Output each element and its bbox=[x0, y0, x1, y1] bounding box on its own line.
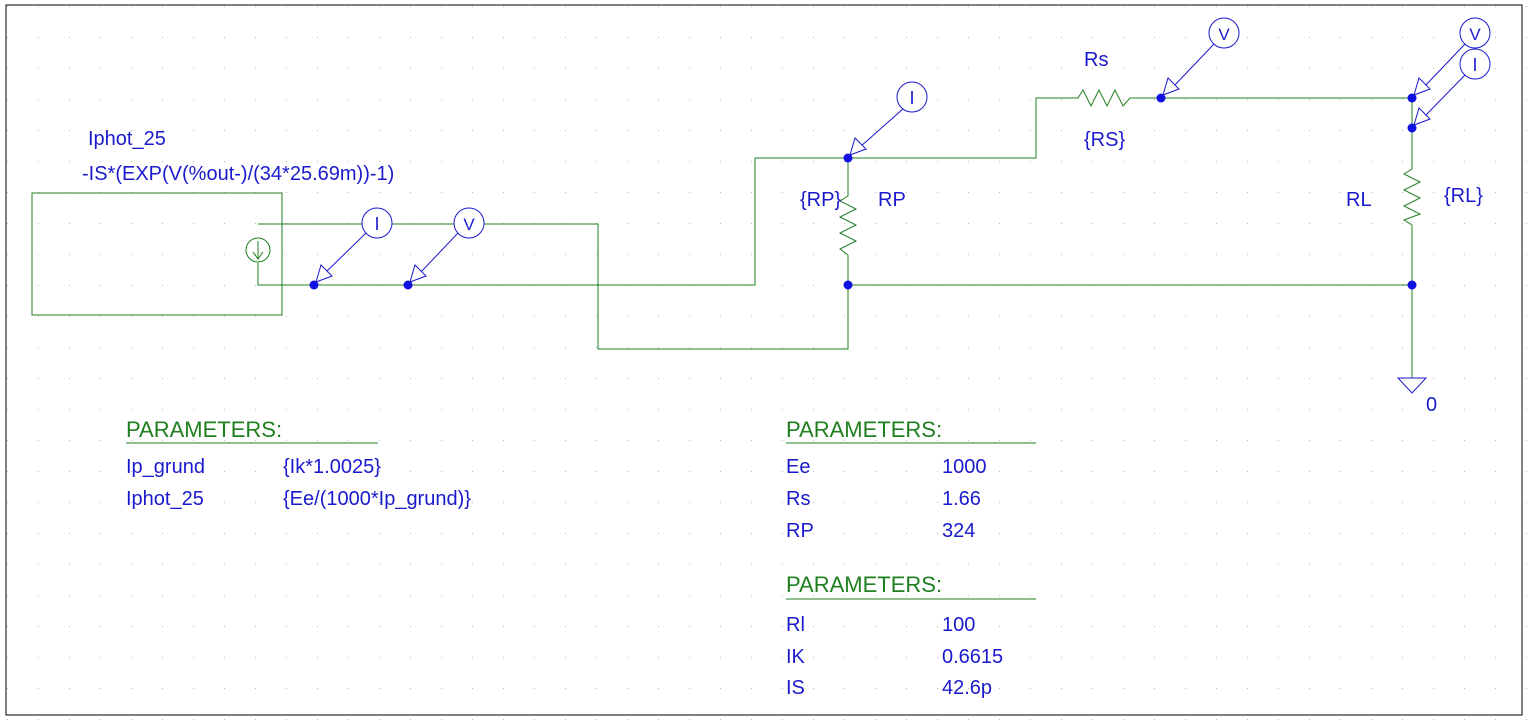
param-block-title: PARAMETERS: bbox=[126, 417, 282, 442]
junction-dot bbox=[1156, 93, 1166, 103]
voltage-probe-symbol: V bbox=[463, 215, 475, 234]
voltage-marker-rs[interactable]: V bbox=[1162, 17, 1240, 96]
source-expression: -IS*(EXP(V(%out-)/(34*25.69m))-1) bbox=[82, 163, 394, 185]
resistor-rs-zigzag bbox=[1072, 88, 1131, 108]
param-name: Rl bbox=[786, 614, 805, 636]
voltage-probe-icon bbox=[453, 207, 485, 239]
current-probe-icon bbox=[1459, 48, 1491, 80]
source-circle-icon bbox=[245, 237, 271, 263]
resistor-rl[interactable]: RL {RL} bbox=[1346, 163, 1483, 226]
voltage-probe-symbol: V bbox=[1469, 25, 1481, 44]
probe-stem bbox=[1172, 43, 1215, 88]
junction-dot bbox=[1407, 123, 1417, 133]
resistor-rp-zigzag bbox=[838, 190, 858, 256]
probe-arrow-icon bbox=[409, 264, 427, 283]
wires bbox=[257, 97, 1413, 378]
probe-arrow-icon bbox=[849, 137, 867, 156]
resistor-rl-name: RL bbox=[1346, 189, 1372, 211]
resistor-rl-value: {RL} bbox=[1444, 185, 1483, 207]
source-body bbox=[31, 192, 283, 316]
current-source[interactable]: Iphot_25 -IS*(EXP(V(%out-)/(34*25.69m))-… bbox=[31, 128, 394, 316]
probe-stem bbox=[1423, 74, 1466, 118]
sheet-border bbox=[5, 4, 1523, 716]
junction-dot bbox=[403, 280, 413, 290]
current-marker-rp[interactable]: I bbox=[849, 81, 928, 156]
current-probe-symbol: I bbox=[909, 88, 914, 108]
voltage-probe-icon bbox=[1459, 17, 1491, 49]
junction-dot bbox=[1407, 93, 1417, 103]
junctions bbox=[309, 93, 1417, 290]
param-name: Ip_grund bbox=[126, 456, 205, 478]
current-probe-symbol: I bbox=[374, 214, 379, 234]
wire-source-top bbox=[258, 223, 849, 350]
param-block-1[interactable]: PARAMETERS: Ip_grund {Ik*1.0025} Iphot_2… bbox=[126, 417, 471, 510]
ground-label: 0 bbox=[1426, 394, 1437, 416]
current-probe-icon bbox=[361, 207, 393, 239]
param-name: RP bbox=[786, 520, 814, 542]
probe-arrow-icon bbox=[1413, 77, 1431, 96]
wire-source-out bbox=[257, 97, 1072, 286]
param-name: Rs bbox=[786, 488, 810, 510]
param-value: 100 bbox=[942, 614, 975, 636]
junction-dot bbox=[843, 153, 853, 163]
param-block-title: PARAMETERS: bbox=[786, 417, 942, 442]
probe-stem bbox=[419, 232, 459, 274]
param-name: IS bbox=[786, 677, 805, 699]
voltage-marker-source[interactable]: V bbox=[409, 207, 485, 283]
param-block-3[interactable]: PARAMETERS: Rl 100 IK 0.6615 IS 42.6p bbox=[786, 572, 1036, 699]
voltage-marker-rl[interactable]: V bbox=[1413, 17, 1491, 96]
junction-dot bbox=[843, 280, 853, 290]
resistor-rp[interactable]: {RP} RP bbox=[800, 189, 906, 256]
resistor-rp-value: {RP} bbox=[800, 189, 841, 211]
current-marker-source[interactable]: I bbox=[315, 207, 393, 283]
source-arrow-head-icon bbox=[252, 251, 264, 260]
voltage-probe-symbol: V bbox=[1218, 25, 1230, 44]
resistor-rs-value: {RS} bbox=[1084, 129, 1125, 151]
param-value: {Ee/(1000*Ip_grund)} bbox=[283, 488, 471, 510]
param-value: 1000 bbox=[942, 456, 987, 478]
param-value: 324 bbox=[942, 520, 975, 542]
probe-stem bbox=[859, 107, 905, 148]
junction-dot bbox=[1407, 280, 1417, 290]
resistor-rs-name: Rs bbox=[1084, 49, 1108, 71]
resistor-rl-zigzag bbox=[1402, 163, 1422, 226]
current-probe-symbol: I bbox=[1472, 55, 1477, 75]
param-name: IK bbox=[786, 646, 806, 668]
probe-arrow-icon bbox=[1162, 77, 1180, 96]
voltage-probe-icon bbox=[1208, 17, 1240, 49]
current-probe-icon bbox=[896, 81, 928, 113]
param-block-title: PARAMETERS: bbox=[786, 572, 942, 597]
param-name: Iphot_25 bbox=[126, 488, 204, 510]
probe-arrow-icon bbox=[1413, 107, 1431, 126]
junction-dot bbox=[309, 280, 319, 290]
param-block-2[interactable]: PARAMETERS: Ee 1000 Rs 1.66 RP 324 bbox=[786, 417, 1036, 542]
probe-stem bbox=[1423, 43, 1466, 88]
resistor-rp-name: RP bbox=[878, 189, 906, 211]
param-value: {Ik*1.0025} bbox=[283, 456, 381, 478]
source-name: Iphot_25 bbox=[88, 128, 166, 150]
probe-stem bbox=[324, 232, 367, 274]
param-name: Ee bbox=[786, 456, 810, 478]
param-value: 1.66 bbox=[942, 488, 981, 510]
ground-icon bbox=[1396, 377, 1428, 394]
param-value: 0.6615 bbox=[942, 646, 1003, 668]
current-marker-rl[interactable]: I bbox=[1413, 48, 1491, 126]
probe-arrow-icon bbox=[315, 264, 333, 283]
resistor-rs[interactable]: Rs {RS} bbox=[1072, 49, 1131, 151]
param-value: 42.6p bbox=[942, 677, 992, 699]
ground-symbol[interactable]: 0 bbox=[1396, 377, 1437, 416]
